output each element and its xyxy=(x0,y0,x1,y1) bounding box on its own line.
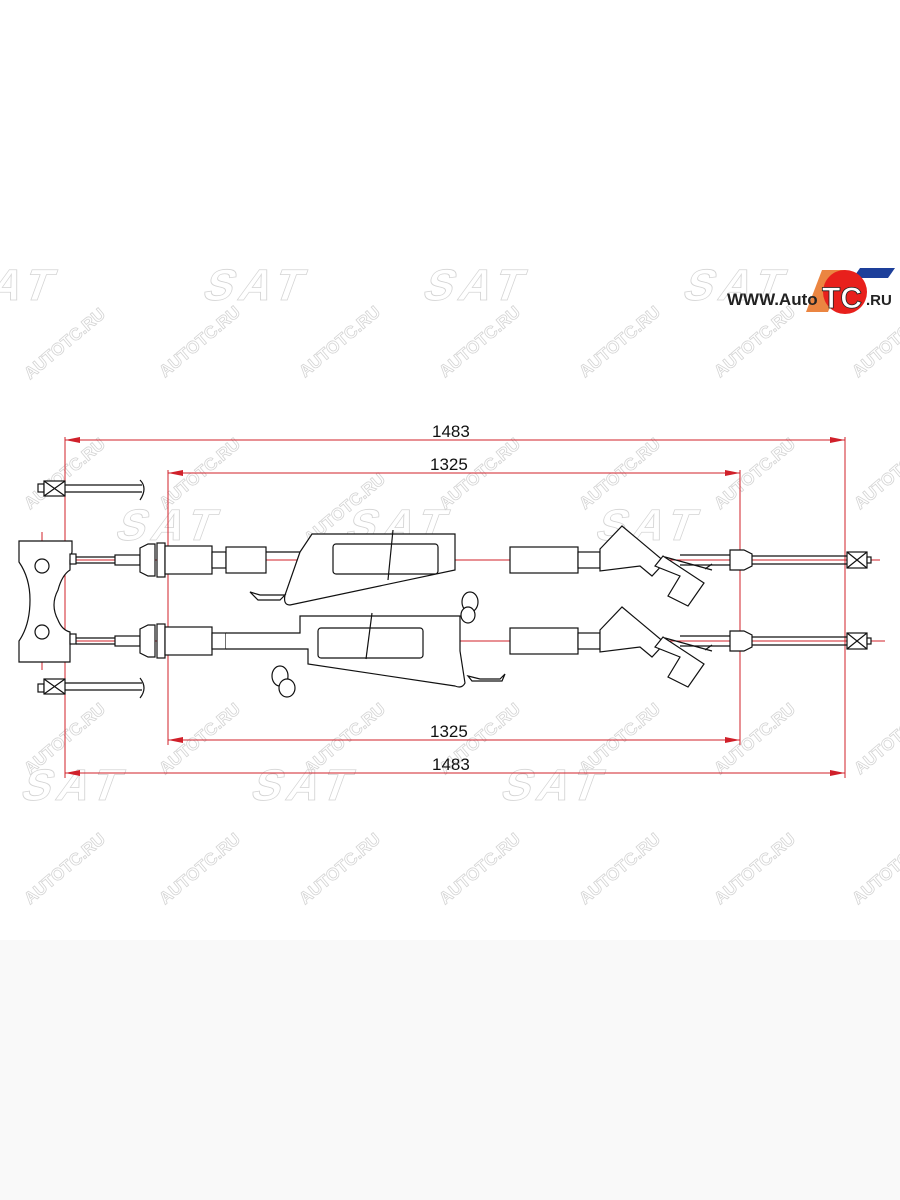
angled-fitting-block xyxy=(654,636,705,688)
left-cable-end-bottom xyxy=(37,677,145,699)
end-wire xyxy=(752,636,847,646)
inner-wire xyxy=(76,637,120,645)
threaded-nut xyxy=(729,549,753,571)
conduit xyxy=(211,632,227,650)
wire-ferrule xyxy=(114,554,141,566)
conduit xyxy=(211,551,227,569)
sleeve xyxy=(225,546,267,574)
nipple-tip xyxy=(866,637,872,645)
watermark-text: AUTOTC.RU xyxy=(848,829,900,908)
retaining-strap xyxy=(387,529,394,581)
bottom-background xyxy=(0,940,900,1200)
watermark-text: AUTOTC.RU xyxy=(435,829,524,908)
flange xyxy=(156,542,166,578)
equalizer-bracket xyxy=(18,540,77,663)
dimension-top-inner: 1325 xyxy=(430,455,468,474)
conduit xyxy=(577,632,601,650)
logo-suffix: .RU xyxy=(866,292,892,309)
watermark-text: AUTOTC.RU xyxy=(575,829,664,908)
dimension-bottom-inner: 1325 xyxy=(430,722,468,741)
conduit-end xyxy=(680,554,730,566)
dimension-top-overall: 1483 xyxy=(432,422,470,441)
angled-fitting xyxy=(599,525,666,577)
bracket-hook xyxy=(466,673,506,682)
inner-wire xyxy=(76,556,120,564)
grommet-clip-base xyxy=(278,678,296,698)
bracket-slot xyxy=(332,543,439,575)
watermark-text: AUTOTC.RU xyxy=(155,829,244,908)
autotc-logo: WWW.Auto TC .RU xyxy=(727,268,895,315)
plastic-clip xyxy=(139,543,156,577)
watermark-text: AUTOTC.RU xyxy=(710,302,799,381)
logo-brand: TC xyxy=(822,282,862,315)
watermark-text: AUTOTC.RU xyxy=(710,434,799,513)
plastic-clip xyxy=(139,624,156,658)
conduit-end-fitting xyxy=(164,626,213,656)
angled-fitting xyxy=(599,606,666,658)
watermark-text: AUTOTC.RU xyxy=(435,302,524,381)
dimension-bottom-overall: 1483 xyxy=(432,755,470,774)
watermark-brand: SAT xyxy=(245,760,366,809)
conduit xyxy=(577,551,601,569)
watermark-text: AUTOTC.RU xyxy=(850,699,900,778)
wire-ferrule xyxy=(114,635,141,647)
end-wire xyxy=(752,555,847,565)
watermark-layer: AUTOTC.RU AUTOTC.RU AUTOTC.RU AUTOTC.RU AUTO… xyxy=(0,260,900,909)
watermark-text: AUTOTC.RU xyxy=(710,699,799,778)
watermark-brand: SAT xyxy=(197,260,318,309)
watermark-text: AUTOTC.RU xyxy=(850,434,900,513)
watermark-text: AUTOTC.RU xyxy=(155,302,244,381)
retaining-strap xyxy=(365,612,373,660)
watermark-text: AUTOTC.RU xyxy=(20,304,109,383)
watermark-brand: SAT xyxy=(677,260,798,309)
conduit-end xyxy=(680,635,730,647)
cable-assembly-top xyxy=(76,525,872,624)
threaded-nut xyxy=(729,630,753,652)
logo-prefix: WWW.Auto xyxy=(727,290,818,309)
bracket-hook xyxy=(249,591,287,601)
watermark-brand: SAT xyxy=(110,500,231,549)
conduit-end-fitting xyxy=(164,545,213,575)
flange xyxy=(156,623,166,659)
sleeve xyxy=(509,546,579,574)
angled-fitting-block xyxy=(654,555,705,607)
watermark-brand: SAT xyxy=(495,760,616,809)
watermark-text: AUTOTC.RU xyxy=(295,829,384,908)
grommet-clip-base xyxy=(460,606,476,624)
watermark-text: AUTOTC.RU xyxy=(295,302,384,381)
nipple-tip xyxy=(866,556,872,564)
watermark-brand: SAT xyxy=(417,260,538,309)
watermark-brand: SAT xyxy=(0,260,68,309)
sleeve xyxy=(509,627,579,655)
watermark-text: AUTOTC.RU xyxy=(710,829,799,908)
watermark-brand: SAT xyxy=(15,760,136,809)
watermark-text: AUTOTC.RU xyxy=(20,829,109,908)
nipple-cross xyxy=(846,551,868,569)
bracket-slot xyxy=(317,627,424,659)
left-cable-end-top xyxy=(37,479,145,501)
watermark-text: AUTOTC.RU xyxy=(575,302,664,381)
cable-assembly-bottom xyxy=(76,606,872,698)
nipple-cross xyxy=(846,632,868,650)
watermark-text: AUTOTC.RU xyxy=(155,699,244,778)
